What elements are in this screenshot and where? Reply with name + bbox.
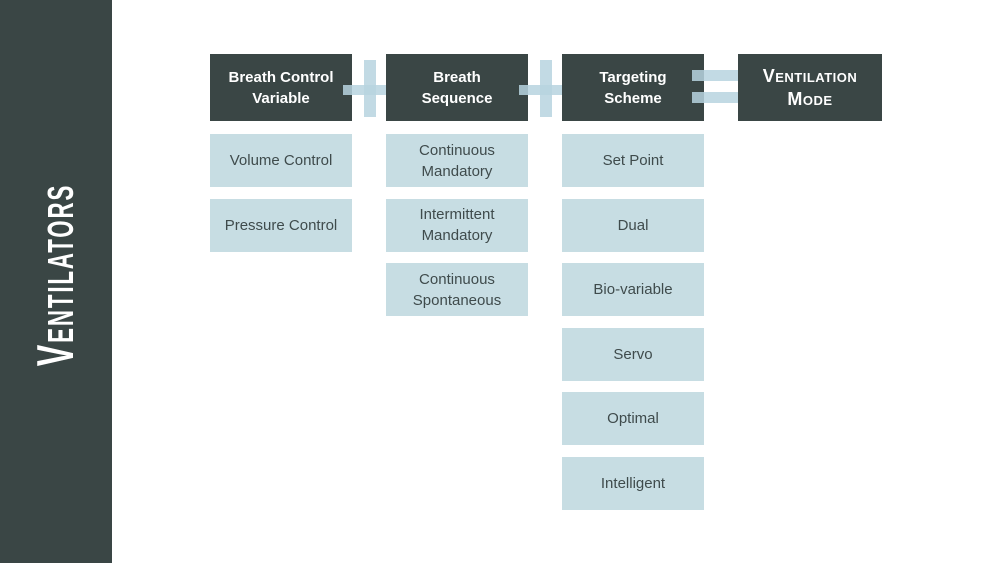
cell-bio-variable: Bio-variable (562, 263, 704, 316)
cell-continuous-spontaneous: Continuous Spontaneous (386, 263, 528, 316)
cell-intelligent: Intelligent (562, 456, 704, 510)
cell-intermittent-mandatory: Intermittent Mandatory (386, 198, 528, 252)
column-header-breath-control-variable: Breath Control Variable (210, 54, 352, 121)
cell-servo: Servo (562, 327, 704, 381)
column-targeting-scheme: Targeting Scheme Set Point Dual Bio-vari… (562, 54, 704, 521)
cell-set-point: Set Point (562, 134, 704, 187)
cell-dual: Dual (562, 198, 704, 252)
plus-icon (519, 60, 573, 117)
plus-vertical-bar (364, 60, 376, 117)
plus-icon (343, 60, 397, 117)
equals-top-bar (692, 70, 752, 81)
cell-pressure-control: Pressure Control (210, 198, 352, 252)
cell-continuous-mandatory: Continuous Mandatory (386, 134, 528, 187)
cell-optimal: Optimal (562, 392, 704, 445)
cell-volume-control: Volume Control (210, 134, 352, 187)
column-breath-sequence: Breath Sequence Continuous Mandatory Int… (386, 54, 528, 328)
equals-bottom-bar (692, 92, 752, 103)
sidebar: Ventilators (0, 0, 112, 563)
plus-vertical-bar (540, 60, 552, 117)
column-ventilation-mode: Ventilation Mode (738, 54, 882, 121)
column-header-targeting-scheme: Targeting Scheme (562, 54, 704, 121)
column-header-ventilation-mode: Ventilation Mode (738, 54, 882, 121)
column-breath-control-variable: Breath Control Variable Volume Control P… (210, 54, 352, 263)
column-header-breath-sequence: Breath Sequence (386, 54, 528, 121)
sidebar-title: Ventilators (27, 183, 86, 366)
equals-icon (692, 70, 752, 103)
